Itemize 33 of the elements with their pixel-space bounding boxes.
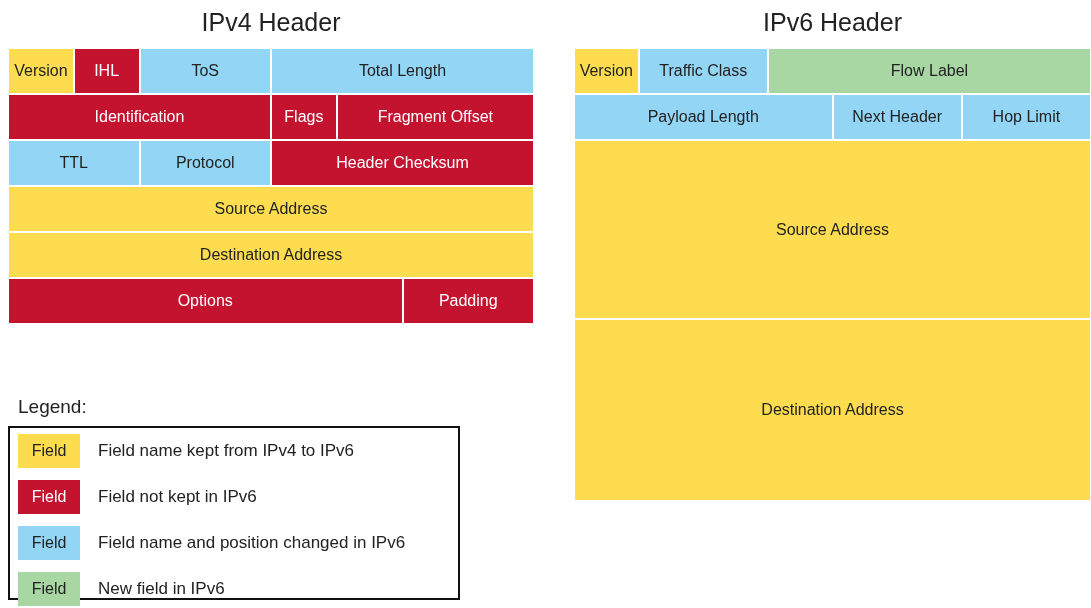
header-field: Flow Label (767, 48, 1091, 94)
header-field: Destination Address (574, 319, 1091, 502)
header-field: Traffic Class (638, 48, 768, 94)
header-field: Next Header (832, 94, 962, 140)
header-field: ToS (139, 48, 271, 94)
header-field: Payload Length (574, 94, 833, 140)
legend-swatch: Field (18, 480, 80, 514)
legend-text: Field name kept from IPv4 to IPv6 (98, 440, 355, 462)
legend-text: New field in IPv6 (98, 578, 225, 600)
header-field: Source Address (574, 140, 1091, 320)
legend-swatch: Field (18, 434, 80, 468)
header-field: Header Checksum (271, 140, 534, 186)
legend-title: Legend: (18, 396, 87, 418)
header-field: Flags (271, 94, 337, 140)
header-field: TTL (8, 140, 140, 186)
legend-text: Field name and position changed in IPv6 (98, 532, 406, 554)
table-heading: IPv4 Header (200, 8, 342, 37)
legend-text: Field not kept in IPv6 (98, 486, 257, 508)
header-field: Protocol (139, 140, 271, 186)
header-field: Identification (8, 94, 271, 140)
header-field: Hop Limit (961, 94, 1091, 140)
header-field: Padding (402, 278, 534, 324)
table-heading: IPv6 Header (762, 8, 903, 37)
header-field: IHL (73, 48, 140, 94)
header-field: Fragment Offset (336, 94, 534, 140)
legend-swatch: Field (18, 526, 80, 560)
header-field: Source Address (8, 186, 534, 232)
header-field: Version (574, 48, 639, 94)
header-field: Options (8, 278, 403, 324)
header-field: Version (8, 48, 74, 94)
header-field: Destination Address (8, 232, 534, 278)
legend-swatch: Field (18, 572, 80, 606)
header-field: Total Length (271, 48, 534, 94)
